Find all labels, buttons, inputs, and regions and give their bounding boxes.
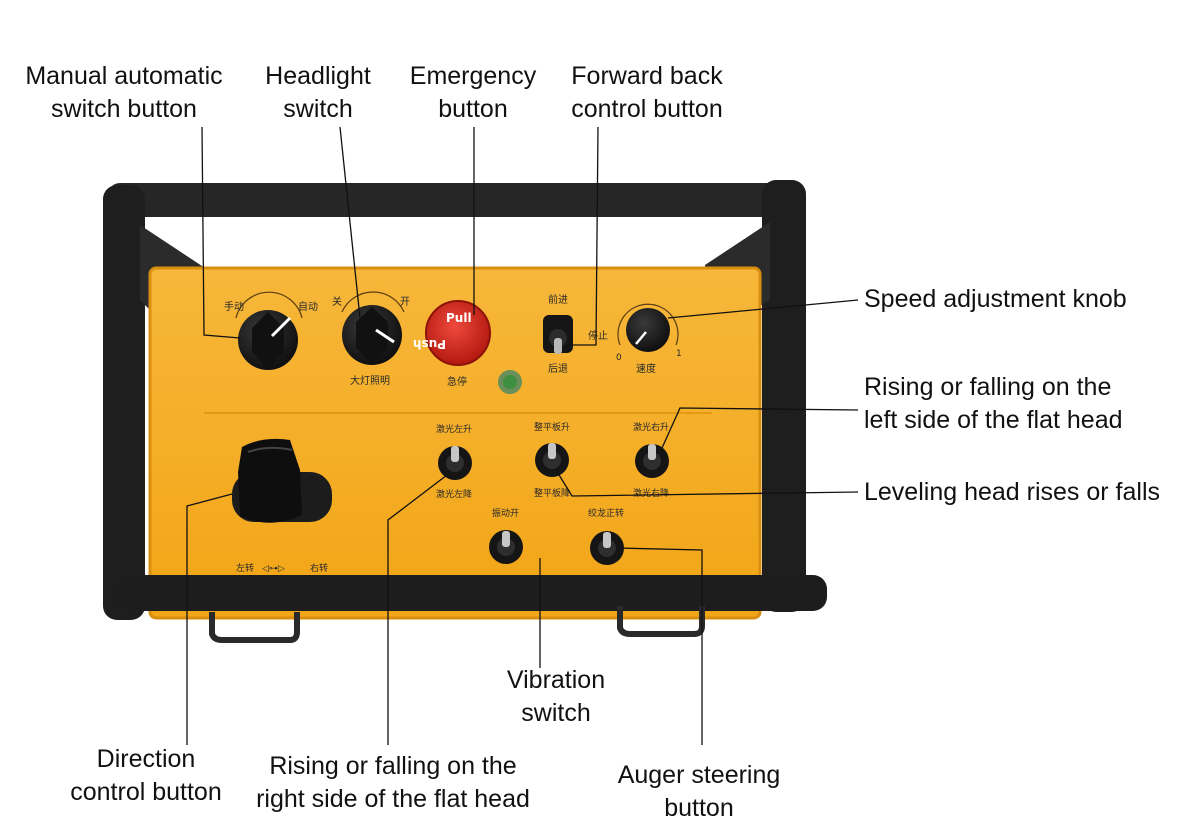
manual-auto-knob[interactable] [235,291,303,370]
callout-forward-back: Forward back control button [557,60,737,126]
label-turn-left: 左转 [236,562,254,574]
label-turn-right: 右转 [310,562,328,574]
callout-auger: Auger steering button [606,759,792,825]
callout-leveling-head: Leveling head rises or falls [864,476,1160,509]
leader-manual-auto [201,126,241,339]
label-stop: 停止 [588,329,608,342]
leader-auger [616,547,703,745]
callout-emergency-line1: Emergency [409,62,537,90]
vibration-toggle[interactable] [489,530,523,564]
callout-forward-back-line1: Forward back [571,62,723,90]
label-laser-left-up: 激光左升 [436,423,472,435]
headlight-knob[interactable] [341,291,405,365]
speed-knob[interactable] [617,303,679,352]
label-vibration: 振动开 [492,507,519,519]
label-manual: 手动 [224,300,244,313]
estop-push-text: Push [413,337,446,351]
callout-right-flat-head: Rising or falling on the right side of t… [240,750,546,816]
label-laser-right-up: 激光右升 [633,421,669,433]
label-speed-min: 0 [616,353,622,363]
frame-right-post [762,180,806,612]
leader-forward-back [567,126,599,346]
callout-auger-line2: button [664,794,734,822]
label-forward: 前进 [548,293,568,306]
callout-left-flat-head: Rising or falling on the left side of th… [864,371,1123,437]
laser-left-toggle[interactable] [438,446,472,480]
leader-lines [186,126,859,745]
auger-toggle[interactable] [590,531,624,565]
callout-manual-auto: Manual automatic switch button [16,60,232,126]
callout-speed: Speed adjustment knob [864,283,1127,316]
leader-left-flat-head [661,407,859,449]
callout-emergency-line2: button [438,95,508,123]
label-auto: 自动 [298,300,318,313]
label-level-up: 整平板升 [534,421,570,433]
callout-headlight-line2: switch [283,95,353,123]
leader-leveling-head [555,469,859,497]
label-laser-left-down: 激光左降 [436,488,472,500]
frame-handle-left [209,612,300,643]
callout-headlight-line1: Headlight [265,62,371,90]
callout-speed-line1: Speed adjustment knob [864,285,1127,313]
callout-vibration-line2: switch [521,699,591,727]
label-headlight: 大灯照明 [350,374,390,387]
callout-vibration: Vibration switch [486,664,626,730]
frame-left-post [103,185,145,620]
label-headlight-off: 关 [332,295,342,308]
label-estop: 急停 [447,375,467,388]
panel-face [148,266,762,620]
label-back: 后退 [548,363,568,375]
indicator-light [498,370,522,394]
leader-speed [667,299,859,319]
laser-right-toggle[interactable] [635,444,669,478]
callout-direction-line1: Direction [96,745,196,773]
estop-pull-text: Pull [446,311,472,325]
callout-leveling-head-line1: Leveling head rises or falls [864,478,1160,506]
label-speed-max: 1 [676,349,682,359]
turn-arrows: ◁⊶▷ [262,564,285,574]
label-laser-right-down: 激光右降 [633,487,669,499]
emergency-stop-button[interactable]: Pull Push [413,300,491,366]
label-speed: 速度 [636,362,656,375]
callout-manual-auto-line2: switch button [51,95,197,123]
leader-direction [186,493,233,745]
callout-manual-auto-line1: Manual automatic [25,62,223,90]
label-auger: 绞龙正转 [588,507,624,519]
callout-right-flat-head-line2: right side of the flat head [256,785,530,813]
callout-left-flat-head-line1: Rising or falling on the [864,373,1112,401]
callout-vibration-line1: Vibration [506,666,606,694]
callout-left-flat-head-line2: left side of the flat head [864,406,1123,434]
leader-right-flat-head [387,474,448,745]
callout-forward-back-line2: control button [571,95,723,123]
callout-emergency: Emergency button [400,60,546,126]
direction-joystick[interactable] [232,438,332,523]
leveling-head-toggle[interactable] [535,443,569,477]
frame-back-bar [108,183,798,217]
leader-headlight [339,126,361,319]
callout-right-flat-head-line1: Rising or falling on the [269,752,517,780]
label-headlight-on: 开 [400,297,410,308]
callout-headlight: Headlight switch [250,60,386,126]
callout-direction: Direction control button [56,743,236,809]
forward-back-toggle[interactable] [543,315,573,354]
frame-front-bar [115,575,827,611]
callout-direction-line2: control button [70,778,222,806]
label-level-down: 整平板降 [534,487,570,499]
callout-auger-line1: Auger steering [617,761,781,789]
